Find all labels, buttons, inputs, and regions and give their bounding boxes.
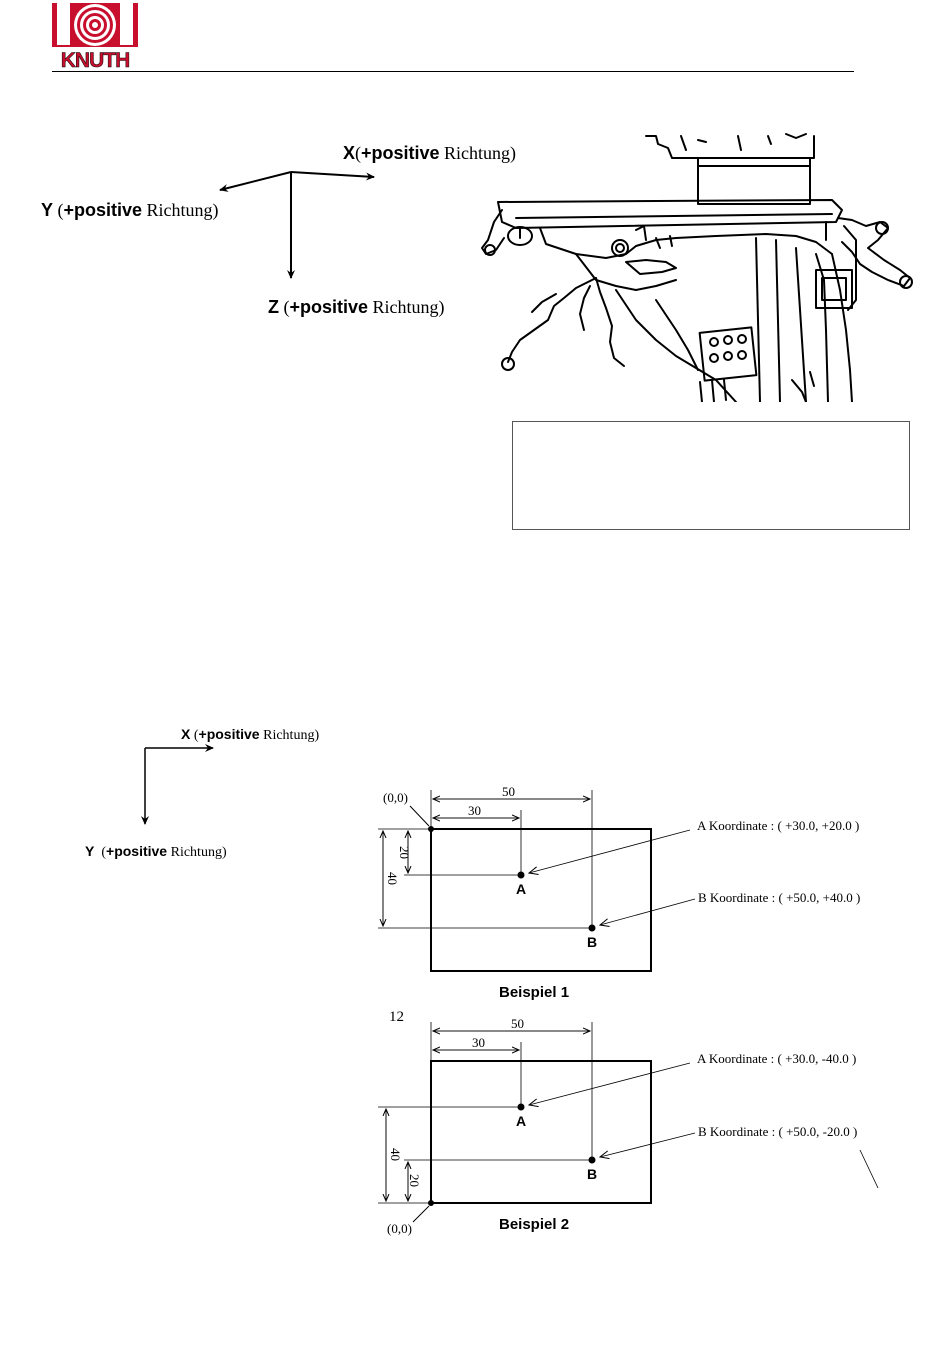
example1-origin-label: (0,0) — [383, 790, 408, 805]
example2-figure — [378, 1022, 879, 1223]
logo-text: KNUTH — [60, 49, 131, 73]
example2-coord-b: B Koordinate : ( +50.0, -20.0 ) — [698, 1124, 858, 1139]
example1-origin-leader — [409, 805, 430, 827]
example1-point-a-label: A — [516, 881, 527, 897]
example1-point-b-label: B — [587, 934, 598, 950]
example1-point-a-dot — [517, 871, 525, 879]
example1-leader-a — [529, 829, 691, 873]
page-number: 12 — [389, 1009, 404, 1025]
example1-figure — [378, 790, 696, 972]
example1-dim-40-label: 40 — [385, 872, 400, 885]
example2-leader-b — [600, 1132, 696, 1157]
y-axis-label-top: Y (+positive Richtung) — [41, 200, 219, 220]
example2-workpiece — [430, 1060, 652, 1204]
axes-bottom-arrows — [141, 744, 214, 825]
example1-dim-30-label: 30 — [468, 803, 481, 818]
y-axis-arrow — [219, 171, 292, 192]
example2-point-b-label: B — [587, 1166, 598, 1182]
example2-leader-a — [529, 1062, 691, 1105]
example1-dim-50-label: 50 — [502, 784, 515, 799]
example2-dim-30-label: 30 — [472, 1035, 485, 1050]
example1-coord-b: B Koordinate : ( +50.0, +40.0 ) — [698, 890, 861, 905]
example2-dim-50-label: 50 — [511, 1016, 524, 1031]
example2-coord-a: A Koordinate : ( +30.0, -40.0 ) — [697, 1051, 857, 1066]
example2-dim-20-label: 20 — [407, 1174, 422, 1187]
example2-origin-leader — [412, 1205, 430, 1223]
x-axis-label-bottom: X (+positive Richtung) — [181, 726, 320, 743]
header-rule — [52, 71, 854, 72]
milling-machine-illustration — [481, 133, 913, 402]
example1-point-b-dot — [588, 924, 596, 932]
stray-line — [859, 1149, 879, 1189]
example2-origin-label: (0,0) — [387, 1221, 412, 1236]
example2-point-b-dot — [588, 1156, 596, 1164]
example2-caption: Beispiel 2 — [499, 1216, 570, 1233]
x-axis-label-top: X(+positive Richtung) — [343, 143, 517, 163]
example2-point-a-label: A — [516, 1113, 527, 1129]
example1-dim-20-label: 20 — [397, 846, 412, 859]
example2-point-a-dot — [517, 1103, 525, 1111]
note-box — [512, 421, 910, 530]
example1-workpiece — [430, 828, 652, 972]
y-axis-label-bottom: Y (+positive Richtung) — [85, 843, 227, 860]
example1-coord-a: A Koordinate : ( +30.0, +20.0 ) — [697, 818, 860, 833]
knuth-logo: KNUTH — [52, 3, 138, 73]
logo-mark — [52, 3, 138, 71]
example2-dim-40-label: 40 — [388, 1148, 403, 1161]
axes-top-arrows — [219, 171, 375, 279]
x-axis-arrow — [290, 171, 375, 181]
z-axis-label-top: Z (+positive Richtung) — [268, 297, 445, 317]
example1-caption: Beispiel 1 — [499, 984, 570, 1001]
example1-leader-b — [600, 898, 696, 925]
